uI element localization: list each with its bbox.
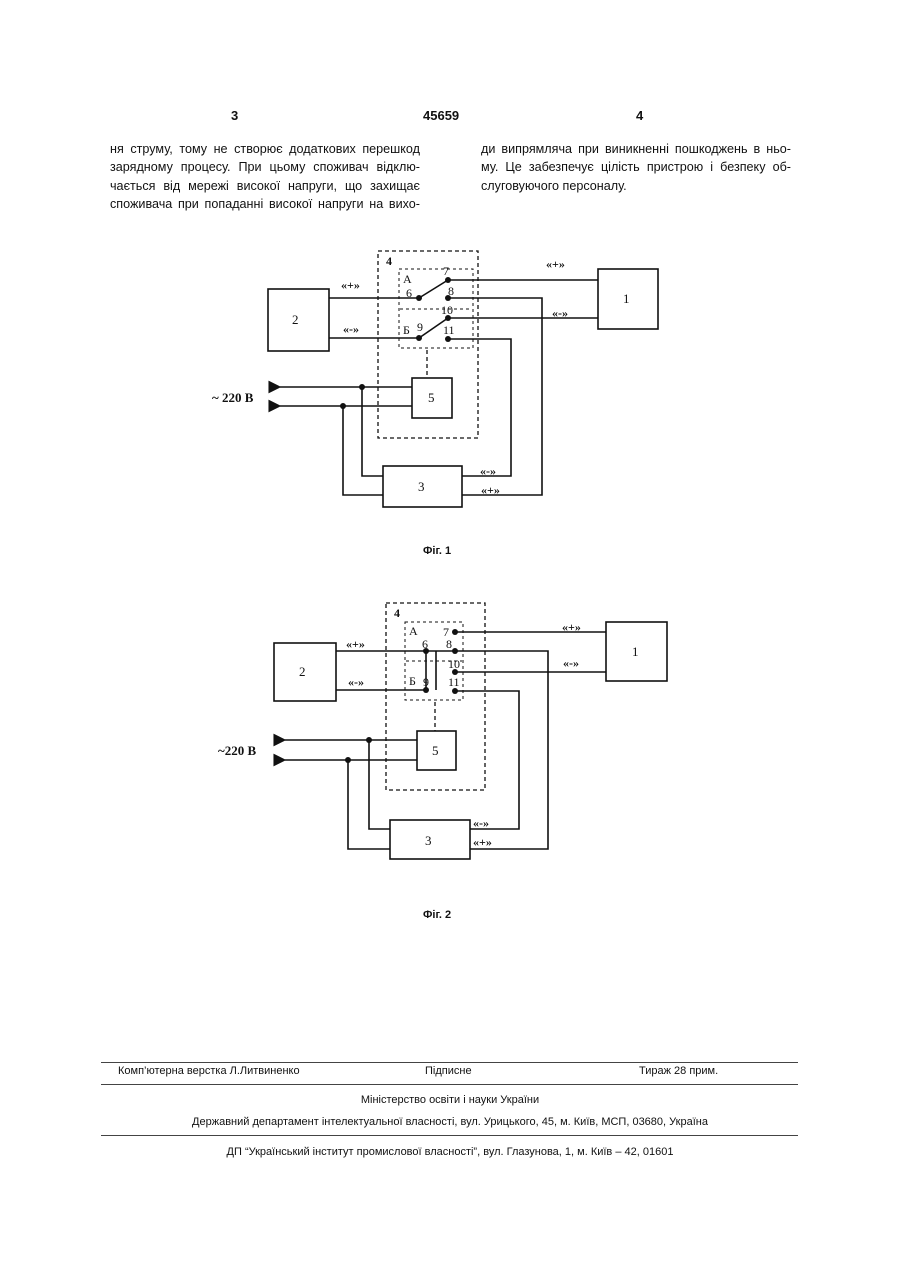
label-terminal-6: 6 <box>422 637 428 651</box>
label-terminal-8: 8 <box>446 637 452 651</box>
label-terminal-11: 11 <box>448 675 460 689</box>
figure-2-caption: Фіг. 2 <box>423 909 451 921</box>
label-plus-left: «+» <box>346 637 365 651</box>
label-plus-bottom: «+» <box>473 835 492 849</box>
footer-ministry: Міністерство освіти і науки України <box>0 1094 900 1106</box>
label-block-5: 5 <box>432 743 439 758</box>
label-terminal-9: 9 <box>423 675 429 689</box>
label-plus-top: «+» <box>562 620 581 634</box>
footer-institute: ДП “Український інститут промислової вла… <box>0 1146 900 1158</box>
footer-signed: Підписне <box>425 1065 472 1077</box>
label-minus-right: «-» <box>563 656 579 670</box>
footer-department: Державний департамент інтелектуальної вл… <box>0 1116 900 1128</box>
label-mains: ~220 В <box>218 743 257 758</box>
label-block-2: 2 <box>299 664 306 679</box>
label-minus-bottom: «-» <box>473 816 489 830</box>
label-contact-b: Б <box>409 674 416 688</box>
block-4-dashed <box>386 603 485 790</box>
footer-rule-bottom <box>101 1135 798 1136</box>
label-block-1: 1 <box>632 644 639 659</box>
label-block-3: 3 <box>425 833 432 848</box>
label-minus-left: «-» <box>348 675 364 689</box>
footer-rule-top <box>101 1062 798 1063</box>
footer-rule-middle <box>101 1084 798 1085</box>
footer-circulation: Тираж 28 прим. <box>639 1065 718 1077</box>
footer-typesetting: Комп’ютерна верстка Л.Литвиненко <box>118 1065 300 1077</box>
label-block-4: 4 <box>394 606 400 620</box>
label-contact-a: А <box>409 624 418 638</box>
label-terminal-10: 10 <box>448 657 460 671</box>
